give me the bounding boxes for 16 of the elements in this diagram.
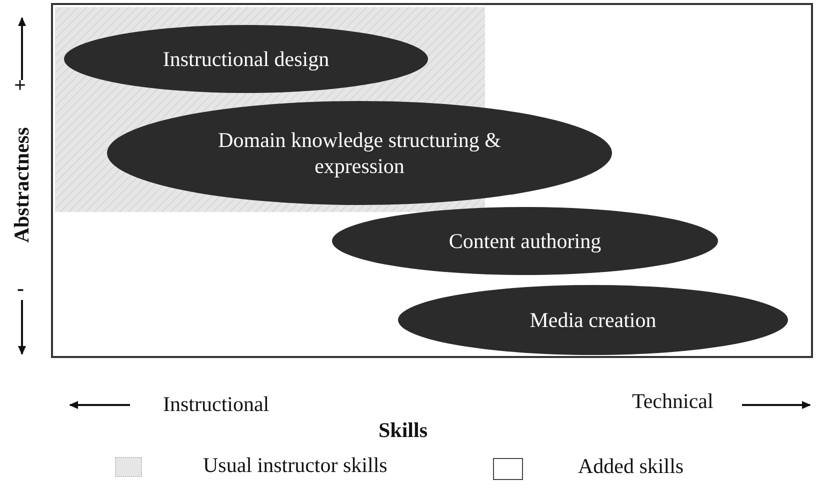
axis-title: Abstractness [10, 127, 34, 243]
skill-label: Content authoring [448, 228, 602, 254]
axis-end-label: Instructional [163, 392, 270, 417]
axis-end-label: Technical [632, 389, 714, 414]
legend-label: Usual instructor skills [203, 453, 388, 478]
skill-ellipse [107, 101, 612, 205]
axis-sign: + [14, 73, 26, 98]
skill-label: Media creation [530, 307, 656, 333]
skill-ellipse [332, 207, 718, 275]
skill-label: Domain knowledge structuring & expression [217, 127, 502, 179]
skill-label: Instructional design [162, 46, 330, 72]
axis-title: Skills [378, 418, 428, 443]
axis-sign: - [17, 276, 24, 301]
legend-label: Added skills [578, 454, 684, 479]
skill-ellipse [398, 285, 788, 355]
skill-ellipse [64, 25, 428, 93]
